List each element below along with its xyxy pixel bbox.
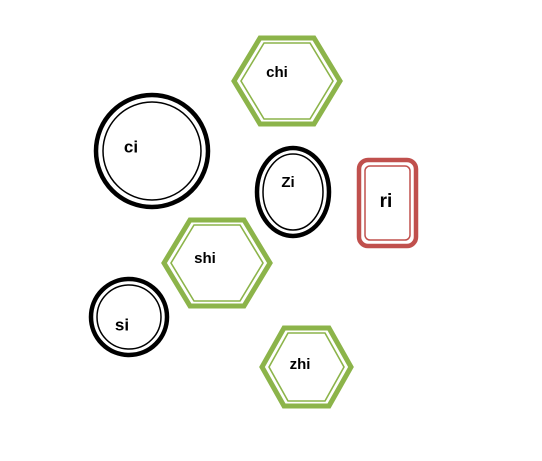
- shape-label: Zi: [281, 174, 294, 191]
- circle-outline: [93, 92, 211, 210]
- shape-si: si: [88, 276, 170, 358]
- hexagon-outline: [231, 35, 343, 127]
- shape-label: chi: [266, 64, 288, 81]
- hexagon-outline: [161, 217, 273, 309]
- circle-inner-outline: [262, 153, 324, 231]
- hexagon-outline: [259, 325, 354, 409]
- shape-ci: ci: [93, 92, 211, 210]
- shape-zi: Zi: [254, 145, 332, 239]
- hexagon-inner-outline: [170, 224, 264, 302]
- circle-inner-outline: [102, 101, 202, 201]
- rounded-rectangle-outline: [356, 157, 419, 249]
- shape-label: shi: [194, 250, 216, 267]
- circle-inner-outline: [96, 284, 162, 350]
- circle-outline: [254, 145, 332, 239]
- circle-outline: [88, 276, 170, 358]
- shape-label: ci: [124, 137, 138, 156]
- hexagon-inner-outline: [268, 332, 345, 402]
- shape-label: ri: [380, 191, 393, 212]
- rounded-rectangle-inner-outline: [364, 165, 411, 241]
- shape-chi: chi: [231, 35, 343, 127]
- shape-label: si: [115, 315, 129, 334]
- shape-zhi: zhi: [259, 325, 354, 409]
- shape-shi: shi: [161, 217, 273, 309]
- shape-ri: ri: [356, 157, 419, 249]
- hexagon-inner-outline: [240, 42, 334, 120]
- shape-label: zhi: [290, 356, 311, 373]
